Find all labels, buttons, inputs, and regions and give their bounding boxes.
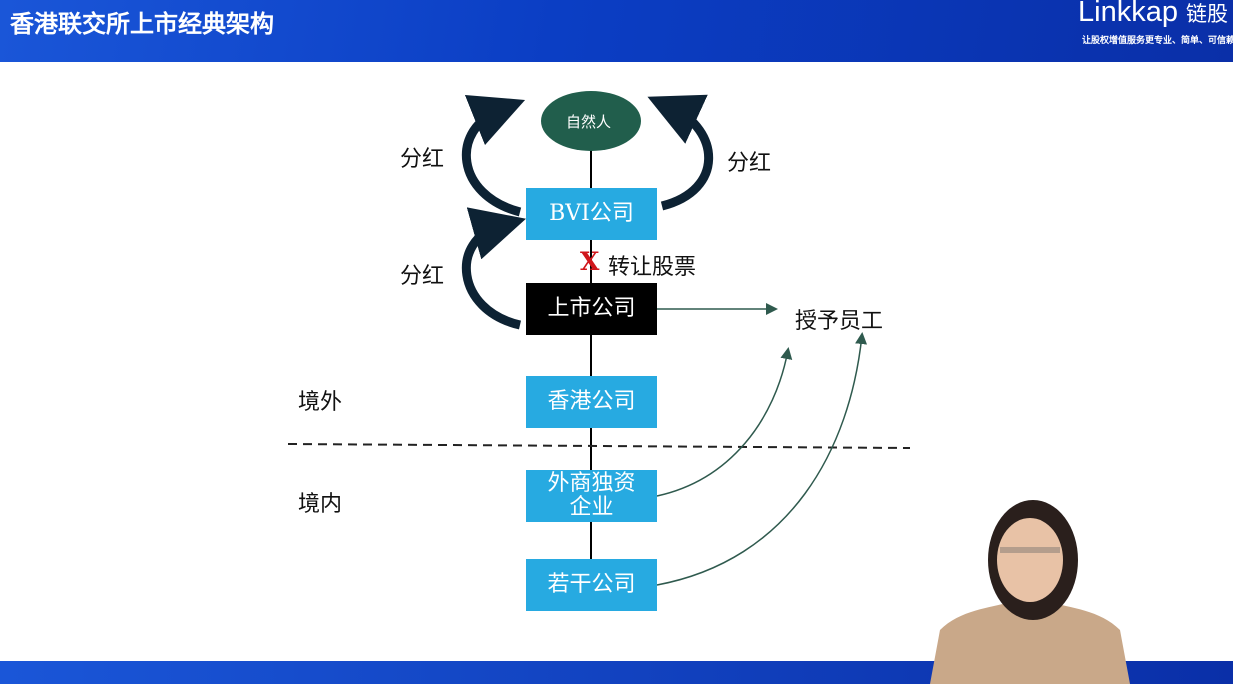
- slide-footer: [0, 661, 1233, 684]
- dividend-label: 分红: [727, 151, 772, 176]
- cross-mark: X: [580, 247, 600, 276]
- dividend-arrow-left-top: [461, 94, 526, 217]
- border-dashed-line: [287, 443, 911, 449]
- slogan: 让股权增值服务更专业、简单、可信赖: [1082, 36, 1233, 46]
- hk-company-node: 香港公司: [526, 376, 657, 428]
- logo: Linkkap 链股: [1078, 0, 1228, 29]
- logo-cn: 链股: [1186, 3, 1229, 26]
- grant-label: 授予员工: [795, 309, 884, 334]
- bvi-node: BVI公司: [526, 188, 657, 240]
- transfer-label: 转让股票: [608, 255, 697, 280]
- onshore-label: 境内: [298, 492, 343, 517]
- dividend-label: 分红: [400, 147, 445, 172]
- dividend-arrow-left-mid: [461, 207, 526, 330]
- subsidiaries-node: 若干公司: [526, 559, 657, 611]
- presenter-video: [930, 490, 1130, 684]
- slide-title: 香港联交所上市经典架构: [10, 10, 274, 38]
- wfoe-grant-arrow: [656, 347, 793, 497]
- subs-grant-arrow: [656, 332, 868, 586]
- dividend-arrow-right-top: [647, 94, 714, 211]
- logo-text: Linkkap: [1078, 0, 1178, 28]
- offshore-label: 境外: [298, 390, 343, 415]
- person-label: 自然人: [566, 113, 612, 131]
- listed-company-node: 上市公司: [526, 283, 657, 335]
- person-node: [541, 91, 641, 151]
- slide-header: 香港联交所上市经典架构 Linkkap 链股 让股权增值服务更专业、简单、可信赖: [0, 0, 1233, 62]
- wfoe-node: 外商独资企业: [526, 470, 657, 522]
- dividend-label: 分红: [400, 264, 445, 289]
